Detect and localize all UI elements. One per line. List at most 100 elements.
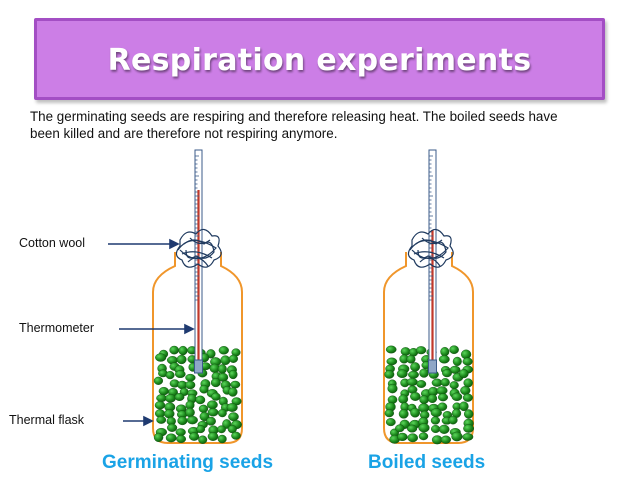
seed xyxy=(230,380,241,389)
seed xyxy=(406,378,418,387)
flask-outline-boiled xyxy=(383,252,474,444)
seed xyxy=(398,394,409,404)
seed-cluster-boiled xyxy=(384,345,474,445)
seed xyxy=(384,370,395,379)
seed xyxy=(407,424,418,433)
seed xyxy=(410,407,420,418)
seed xyxy=(440,378,450,387)
seed xyxy=(452,356,462,367)
seed xyxy=(178,345,188,356)
seed xyxy=(395,424,405,433)
seed xyxy=(431,425,441,434)
seed xyxy=(462,393,473,402)
seed xyxy=(418,423,430,433)
seed xyxy=(207,432,219,441)
seed xyxy=(165,371,175,380)
seed xyxy=(186,415,198,425)
seed xyxy=(196,425,206,434)
seed xyxy=(153,432,164,443)
seed xyxy=(440,347,450,357)
seed xyxy=(418,432,429,441)
seed xyxy=(442,369,452,378)
seed xyxy=(396,369,408,379)
seed xyxy=(217,364,227,374)
seed xyxy=(400,347,411,356)
seed xyxy=(228,354,239,363)
seed xyxy=(163,409,175,419)
seed xyxy=(158,387,169,396)
seed xyxy=(385,418,396,427)
seed xyxy=(206,400,218,410)
seed xyxy=(185,380,196,390)
label-thermometer: Thermometer xyxy=(19,321,95,335)
cotton-wool-boiled xyxy=(407,228,454,268)
seed xyxy=(217,425,226,434)
seed xyxy=(195,395,206,405)
thermometer-germinating xyxy=(194,149,203,374)
seed xyxy=(198,404,209,413)
seed xyxy=(437,402,448,411)
seed xyxy=(461,349,472,360)
seed xyxy=(419,368,429,378)
seed xyxy=(431,378,443,387)
seed xyxy=(167,423,178,432)
seed xyxy=(165,433,177,443)
seed xyxy=(386,357,398,366)
seed xyxy=(408,370,419,379)
seed xyxy=(397,432,408,442)
seed xyxy=(430,416,441,425)
seed xyxy=(460,386,471,396)
seed xyxy=(427,394,438,404)
seed xyxy=(165,393,176,403)
seed xyxy=(451,431,463,442)
seed xyxy=(217,434,227,444)
seed xyxy=(176,435,187,444)
seed xyxy=(463,424,474,433)
seed xyxy=(222,419,232,429)
seed xyxy=(156,394,167,402)
pointer-arrows xyxy=(108,238,195,427)
seed xyxy=(415,346,427,355)
seed xyxy=(462,357,473,366)
flask-outline-germinating xyxy=(152,252,243,444)
title-banner: Respiration experiments xyxy=(34,18,605,100)
seed xyxy=(410,362,420,372)
seed xyxy=(228,369,238,380)
description-text: The germinating seeds are respiring and … xyxy=(30,109,558,141)
seed xyxy=(459,401,469,412)
seed xyxy=(211,392,221,401)
seed xyxy=(462,433,474,441)
seed xyxy=(154,401,166,410)
seed xyxy=(398,409,409,419)
seed xyxy=(185,373,196,382)
cotton-wool-germinating xyxy=(175,228,222,268)
page-title: Respiration experiments xyxy=(107,43,532,78)
seed xyxy=(227,425,237,434)
seed xyxy=(451,392,463,401)
seed xyxy=(458,369,469,379)
seed xyxy=(449,345,459,355)
seed xyxy=(217,409,227,418)
seed xyxy=(440,435,452,444)
seed xyxy=(206,416,216,426)
seed xyxy=(464,409,474,419)
seed xyxy=(407,433,419,443)
seed xyxy=(449,381,459,390)
seed xyxy=(387,383,398,394)
label-boiled-seeds: Boiled seeds xyxy=(368,452,486,473)
seed xyxy=(384,409,394,418)
seed xyxy=(174,370,186,378)
seed xyxy=(189,432,200,441)
seed xyxy=(228,412,239,422)
seed xyxy=(448,415,458,425)
seed xyxy=(406,354,416,364)
seed xyxy=(438,424,450,434)
seed xyxy=(176,354,187,365)
seed xyxy=(199,411,210,422)
seed xyxy=(231,431,241,440)
label-germinating-seeds: Germinating seeds xyxy=(102,452,274,473)
seed xyxy=(419,395,429,405)
seed xyxy=(226,403,238,412)
seed xyxy=(416,380,427,388)
